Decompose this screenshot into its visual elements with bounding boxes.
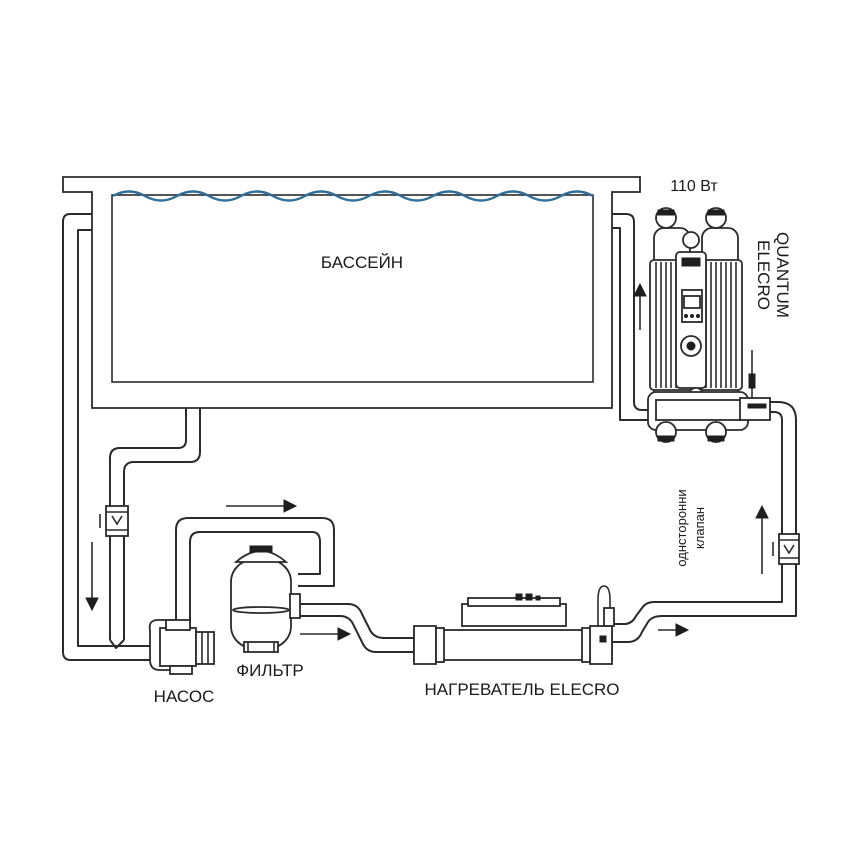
valve-left — [99, 505, 129, 537]
device-label-line1: ELECRO — [754, 240, 773, 310]
check-valve — [772, 533, 800, 565]
pipe-pump-to-filter — [175, 517, 335, 628]
water-surface — [112, 190, 594, 202]
flow-arrow-heater-out — [658, 623, 690, 637]
flow-arrow-uv-up — [633, 282, 647, 330]
flow-arrow-right-up — [755, 504, 769, 574]
power-label: 110 Вт — [670, 178, 718, 195]
filter — [230, 545, 301, 653]
pool-label: БАССЕЙН — [321, 253, 403, 272]
pipe-heater-to-uv — [610, 401, 797, 643]
flow-arrow-filter-out — [300, 627, 352, 641]
valve-label-line1: однсторонни — [674, 489, 689, 566]
pump-label: НАСОС — [154, 687, 215, 706]
device-label-line2: QUANTUM — [773, 232, 792, 318]
pool-basin — [62, 176, 641, 409]
valve-label-line2: клапан — [692, 507, 707, 549]
heater — [413, 585, 615, 665]
filter-label: ФИЛЬТР — [236, 661, 303, 680]
flow-arrow-top — [226, 499, 298, 513]
uv-unit — [647, 207, 771, 443]
pipe-filter-to-heater — [296, 603, 414, 653]
flow-arrow-left-down — [85, 542, 99, 612]
heater-label: НАГРЕВАТЕЛЬ ELECRO — [425, 680, 620, 699]
pump — [148, 619, 215, 675]
pipe-uv-to-pool — [612, 213, 656, 421]
pipe-drain — [109, 408, 201, 649]
